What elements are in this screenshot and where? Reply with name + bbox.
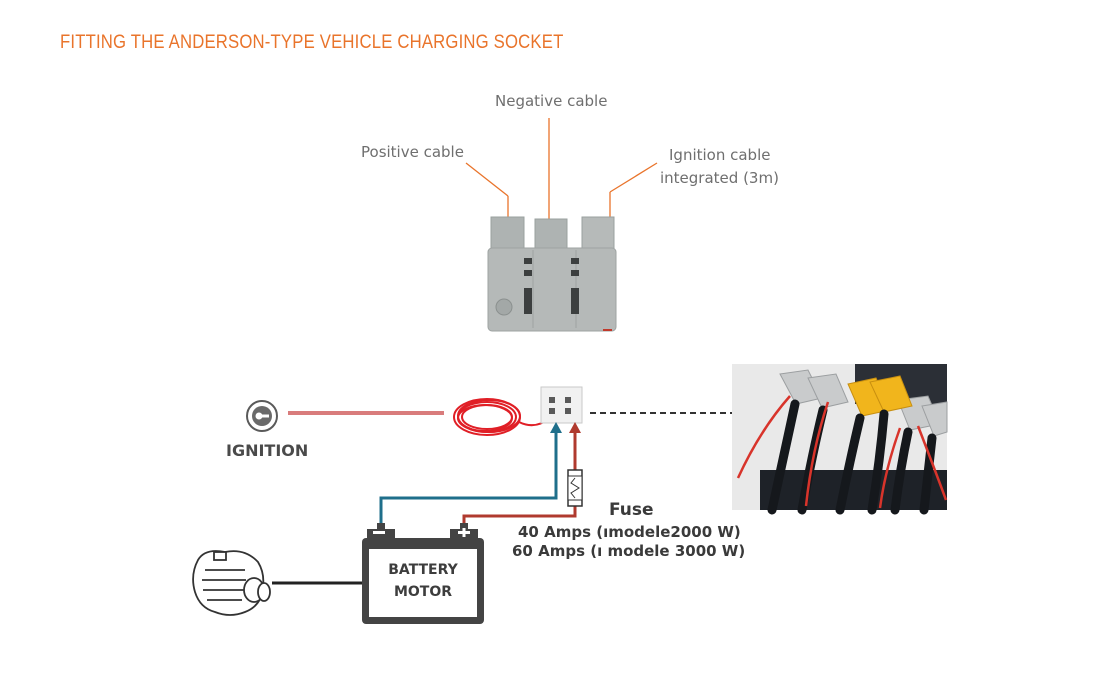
battery-icon — [362, 523, 484, 624]
negative-cable-label: Negative cable — [495, 92, 608, 110]
positive-leader-line-a — [465, 162, 509, 197]
page-title: FITTING THE ANDERSON-TYPE VEHICLE CHARGI… — [60, 32, 564, 53]
positive-cable-label: Positive cable — [361, 143, 464, 161]
ignition-cable-coil — [453, 398, 551, 436]
battery-label-line2: MOTOR — [393, 584, 453, 600]
connector-photo — [732, 364, 948, 515]
fuse-icon — [567, 469, 583, 507]
battery-label-line1: BATTERY — [388, 562, 458, 578]
fuse-title: Fuse — [609, 500, 654, 520]
ignition-label: IGNITION — [226, 441, 309, 460]
ignition-leader-line-a — [609, 162, 658, 193]
fuse-rating-40: 40 Amps (ımodele2000 W) — [518, 523, 741, 541]
ignition-cable-label-line1: Ignition cable — [669, 146, 771, 164]
ignition-key-icon — [246, 400, 278, 432]
charging-socket-small — [540, 386, 583, 424]
positive-wire — [462, 430, 577, 528]
alternator-icon — [192, 550, 271, 616]
negative-wire — [379, 430, 558, 528]
negative-arrow — [550, 422, 562, 433]
ignition-cable-label-line2: integrated (3m) — [660, 169, 779, 187]
fuse-rating-60: 60 Amps (ı modele 3000 W) — [512, 542, 746, 560]
anderson-connector — [487, 216, 617, 332]
leader-lines — [465, 118, 658, 222]
positive-arrow — [569, 422, 581, 433]
